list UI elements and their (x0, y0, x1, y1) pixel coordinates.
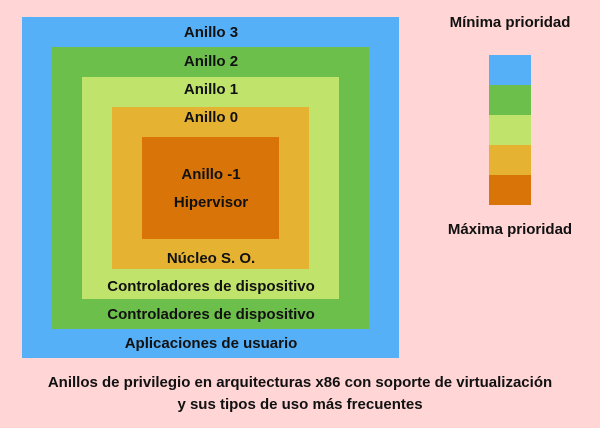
legend-swatch-ring3 (489, 55, 531, 85)
apps-label: Aplicaciones de usuario (124, 335, 298, 352)
legend-swatch-ring2 (489, 85, 531, 115)
ring-1-label: Anillo 1 (183, 81, 239, 98)
drivers-label-2: Controladores de dispositivo (107, 306, 315, 323)
ring-0-label: Anillo 0 (183, 109, 239, 126)
legend-swatch-ringm1 (489, 175, 531, 205)
ring-minus1-label: Anillo -1 (181, 166, 241, 183)
legend-min-label: Mínima prioridad (449, 14, 571, 31)
caption-line-1: Anillos de privilegio en arquitecturas x… (47, 374, 553, 391)
drivers-label-1: Controladores de dispositivo (107, 278, 315, 295)
legend-swatch-ring1 (489, 115, 531, 145)
ring-2-label: Anillo 2 (183, 53, 239, 70)
ring-3-label: Anillo 3 (183, 24, 239, 41)
legend-swatch-ring0 (489, 145, 531, 175)
kernel-label: Núcleo S. O. (166, 250, 256, 267)
legend-max-label: Máxima prioridad (447, 221, 573, 238)
ring-minus1-box (142, 137, 279, 239)
caption: Anillos de privilegio en arquitecturas x… (0, 372, 600, 416)
hypervisor-label: Hipervisor (173, 194, 249, 211)
caption-line-2: y sus tipos de uso más frecuentes (177, 396, 423, 413)
